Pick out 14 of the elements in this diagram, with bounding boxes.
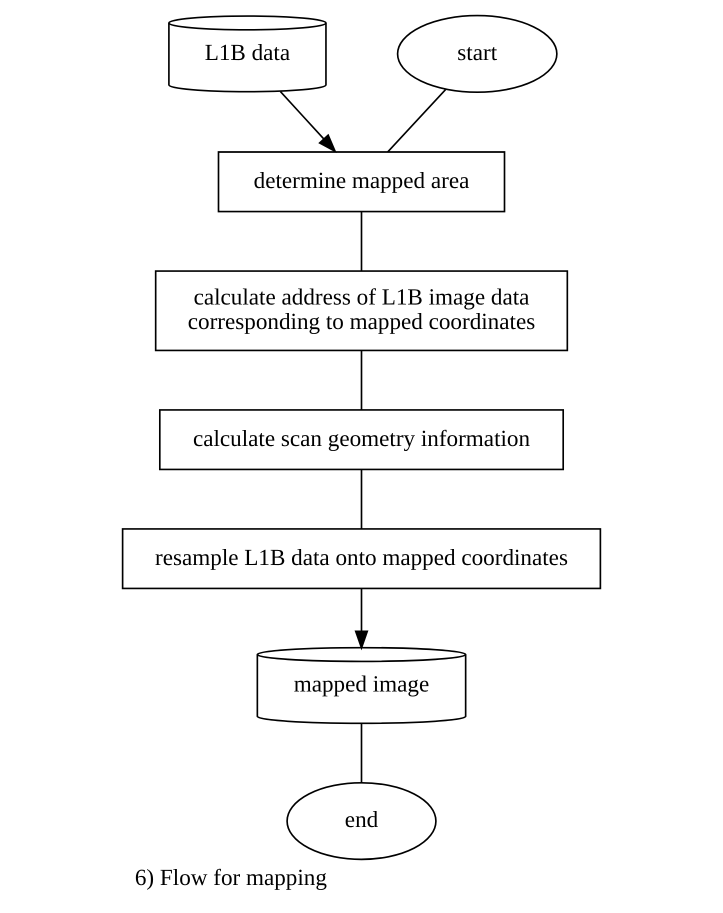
node-ellipse: start [396,14,558,94]
node-box: calculate address of L1B image data corresponding to mapped coordinates [154,270,568,352]
connector [360,212,362,271]
caption: 6) Flow for mapping [134,864,327,891]
connector [360,350,362,410]
node-ellipse: end [286,782,437,860]
node-box: determine mapped area [218,151,506,212]
node-box: calculate scan geometry information [158,409,564,470]
arrow [280,91,337,154]
connector [360,470,362,529]
connector [360,723,362,782]
node-box: resample L1B data onto mapped coordinates [122,528,602,590]
arrow [354,588,368,650]
connector [387,89,446,153]
